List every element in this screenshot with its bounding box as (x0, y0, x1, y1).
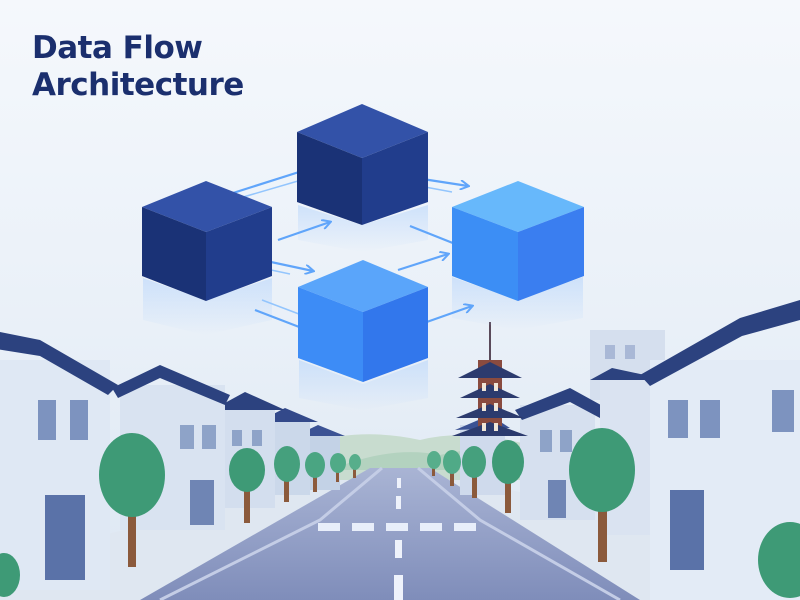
road (140, 466, 640, 600)
title-line-1: Data Flow (32, 30, 203, 66)
tree-icon (462, 446, 486, 498)
trees (0, 428, 800, 598)
title-line-2: Architecture (32, 67, 244, 103)
flow-arrow-icon (277, 222, 330, 242)
diagram-nodes (142, 104, 584, 382)
tree-icon (443, 450, 461, 486)
tree-icon (330, 453, 346, 482)
node-top-cube-icon (297, 104, 428, 225)
tree-icon (349, 454, 361, 478)
tree-icon (229, 448, 265, 523)
node-right-cube-icon (452, 181, 584, 301)
tree-icon (305, 452, 325, 492)
tree-icon (99, 433, 165, 567)
tree-icon (569, 428, 635, 562)
flow-arrow-icon (397, 254, 448, 272)
tree-icon (758, 522, 800, 598)
tree-icon (274, 446, 300, 502)
page-title: Data Flow Architecture (32, 30, 244, 104)
tree-icon (492, 440, 524, 513)
tree-icon (427, 451, 441, 476)
block-reflections (143, 205, 583, 410)
node-center-cube-icon (298, 260, 428, 382)
node-left-cube-icon (142, 181, 272, 301)
pagoda-icon (452, 322, 528, 436)
tree-icon (0, 553, 20, 597)
